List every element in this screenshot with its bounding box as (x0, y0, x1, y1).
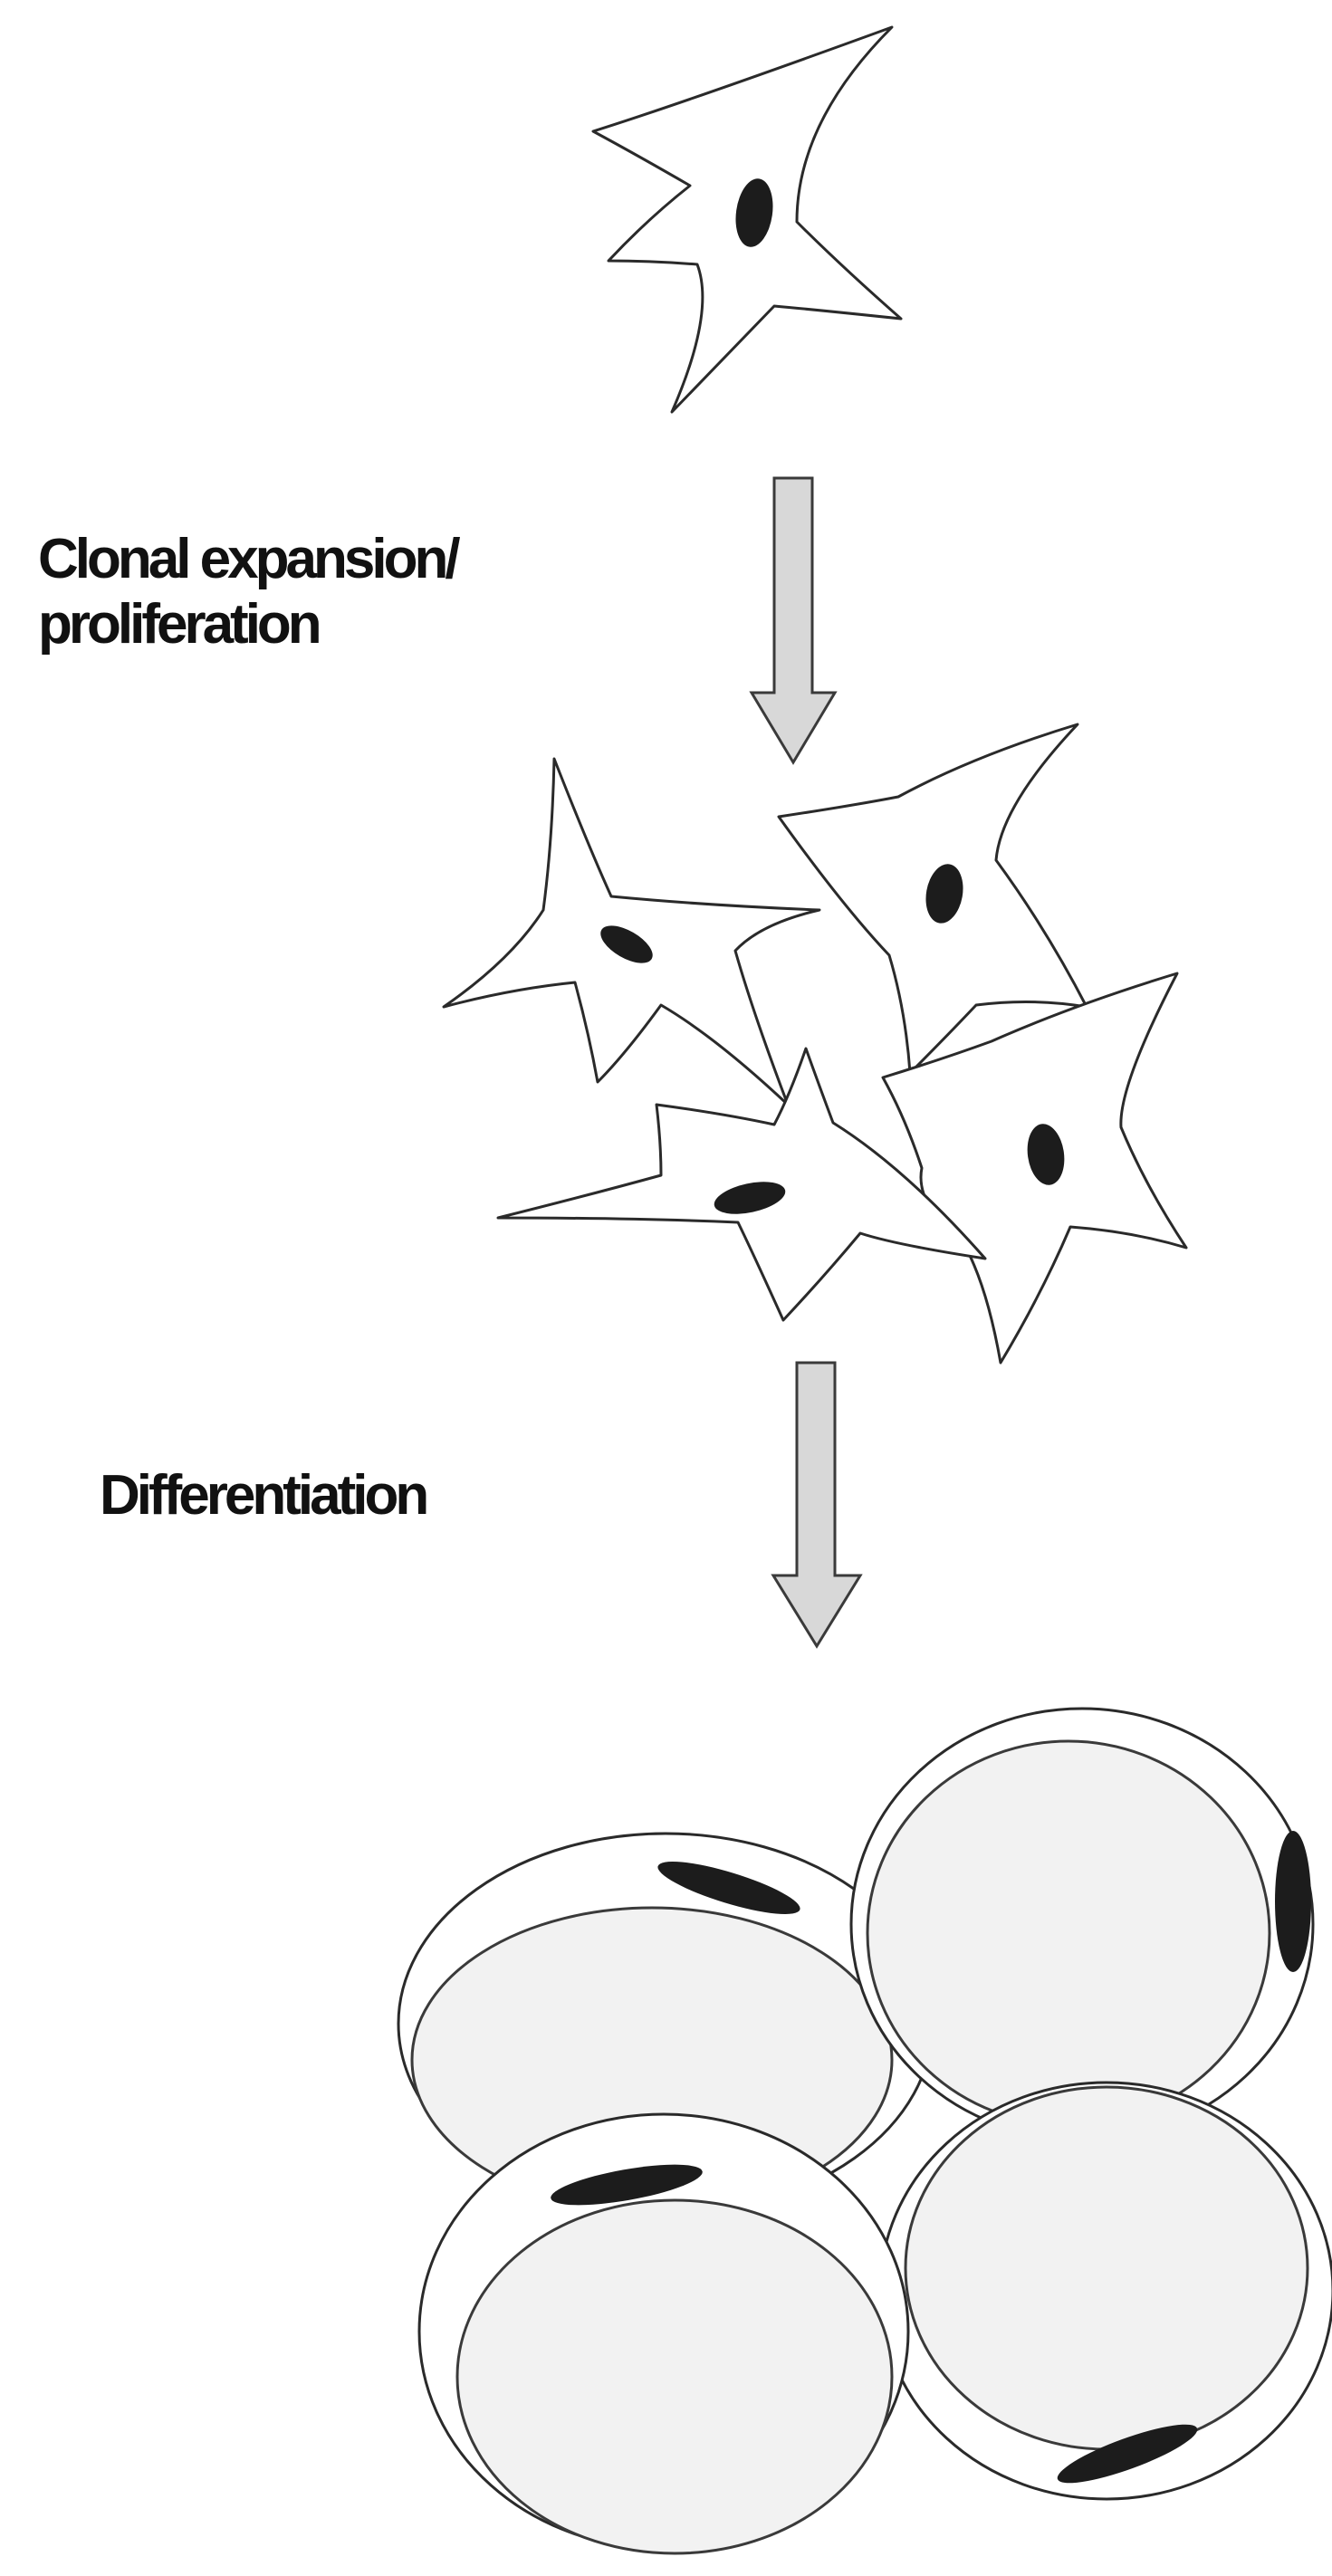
differentiation-label: Differentiation (100, 1464, 426, 1527)
proliferation-label: Clonal expansion/ proliferation (38, 528, 469, 656)
proliferation-arrow-shape (752, 478, 835, 762)
differentiation-arrow-shape (773, 1363, 860, 1646)
differentiation-label-line-1: Differentiation (100, 1464, 426, 1527)
fat-cell-2 (851, 1709, 1313, 2140)
proliferating-cells (444, 724, 1186, 1363)
progenitor-cell (593, 27, 901, 412)
proliferation-arrow (752, 478, 835, 762)
proliferating-cell-1 (444, 759, 819, 1105)
proliferation-label-line-1: Clonal expansion/ (38, 528, 460, 590)
differentiated-fat-cells (398, 1709, 1332, 2553)
fat-cell-3 (880, 2083, 1332, 2499)
fat-cell-4-lipid-droplet (457, 2200, 892, 2553)
fat-cell-2-nucleus (1275, 1831, 1311, 1972)
fat-cell-3-lipid-droplet (906, 2087, 1308, 2449)
differentiation-arrow (773, 1363, 860, 1646)
proliferation-label-line-2: proliferation (38, 593, 320, 656)
fat-cell-2-lipid-droplet (867, 1741, 1270, 2125)
fat-cell-4 (419, 2114, 908, 2553)
